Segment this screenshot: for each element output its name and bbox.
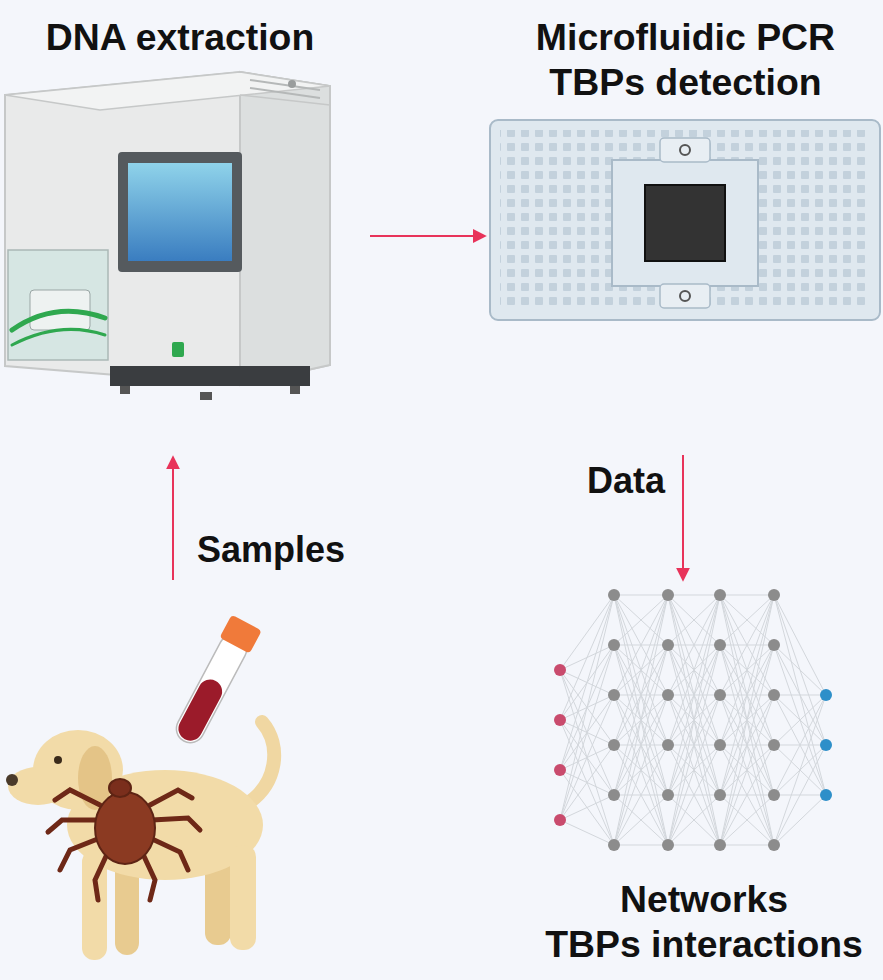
- step-heading: Microfluidic PCR TBPs detection: [488, 15, 883, 105]
- dog: [6, 722, 274, 960]
- step-heading: DNA extraction: [0, 15, 360, 60]
- arrow-label: Samples: [195, 528, 347, 571]
- flow-arrow: [682, 455, 684, 579]
- microfluidic-chip: [490, 120, 880, 320]
- tick: [48, 779, 200, 900]
- edge-label: Data: [585, 459, 667, 502]
- blood-tube: [169, 615, 262, 749]
- extraction-machine: [5, 72, 330, 400]
- step-panel: Networks TBPs interactions: [525, 585, 883, 975]
- step-panel: DNA extraction: [0, 5, 360, 410]
- neural-network: [554, 589, 832, 851]
- step-panel: Microfluidic PCR TBPs detection: [488, 5, 883, 445]
- flow-arrow: [370, 235, 484, 237]
- step-heading: Networks TBPs interactions: [525, 877, 883, 967]
- samples-arrow: [172, 458, 174, 580]
